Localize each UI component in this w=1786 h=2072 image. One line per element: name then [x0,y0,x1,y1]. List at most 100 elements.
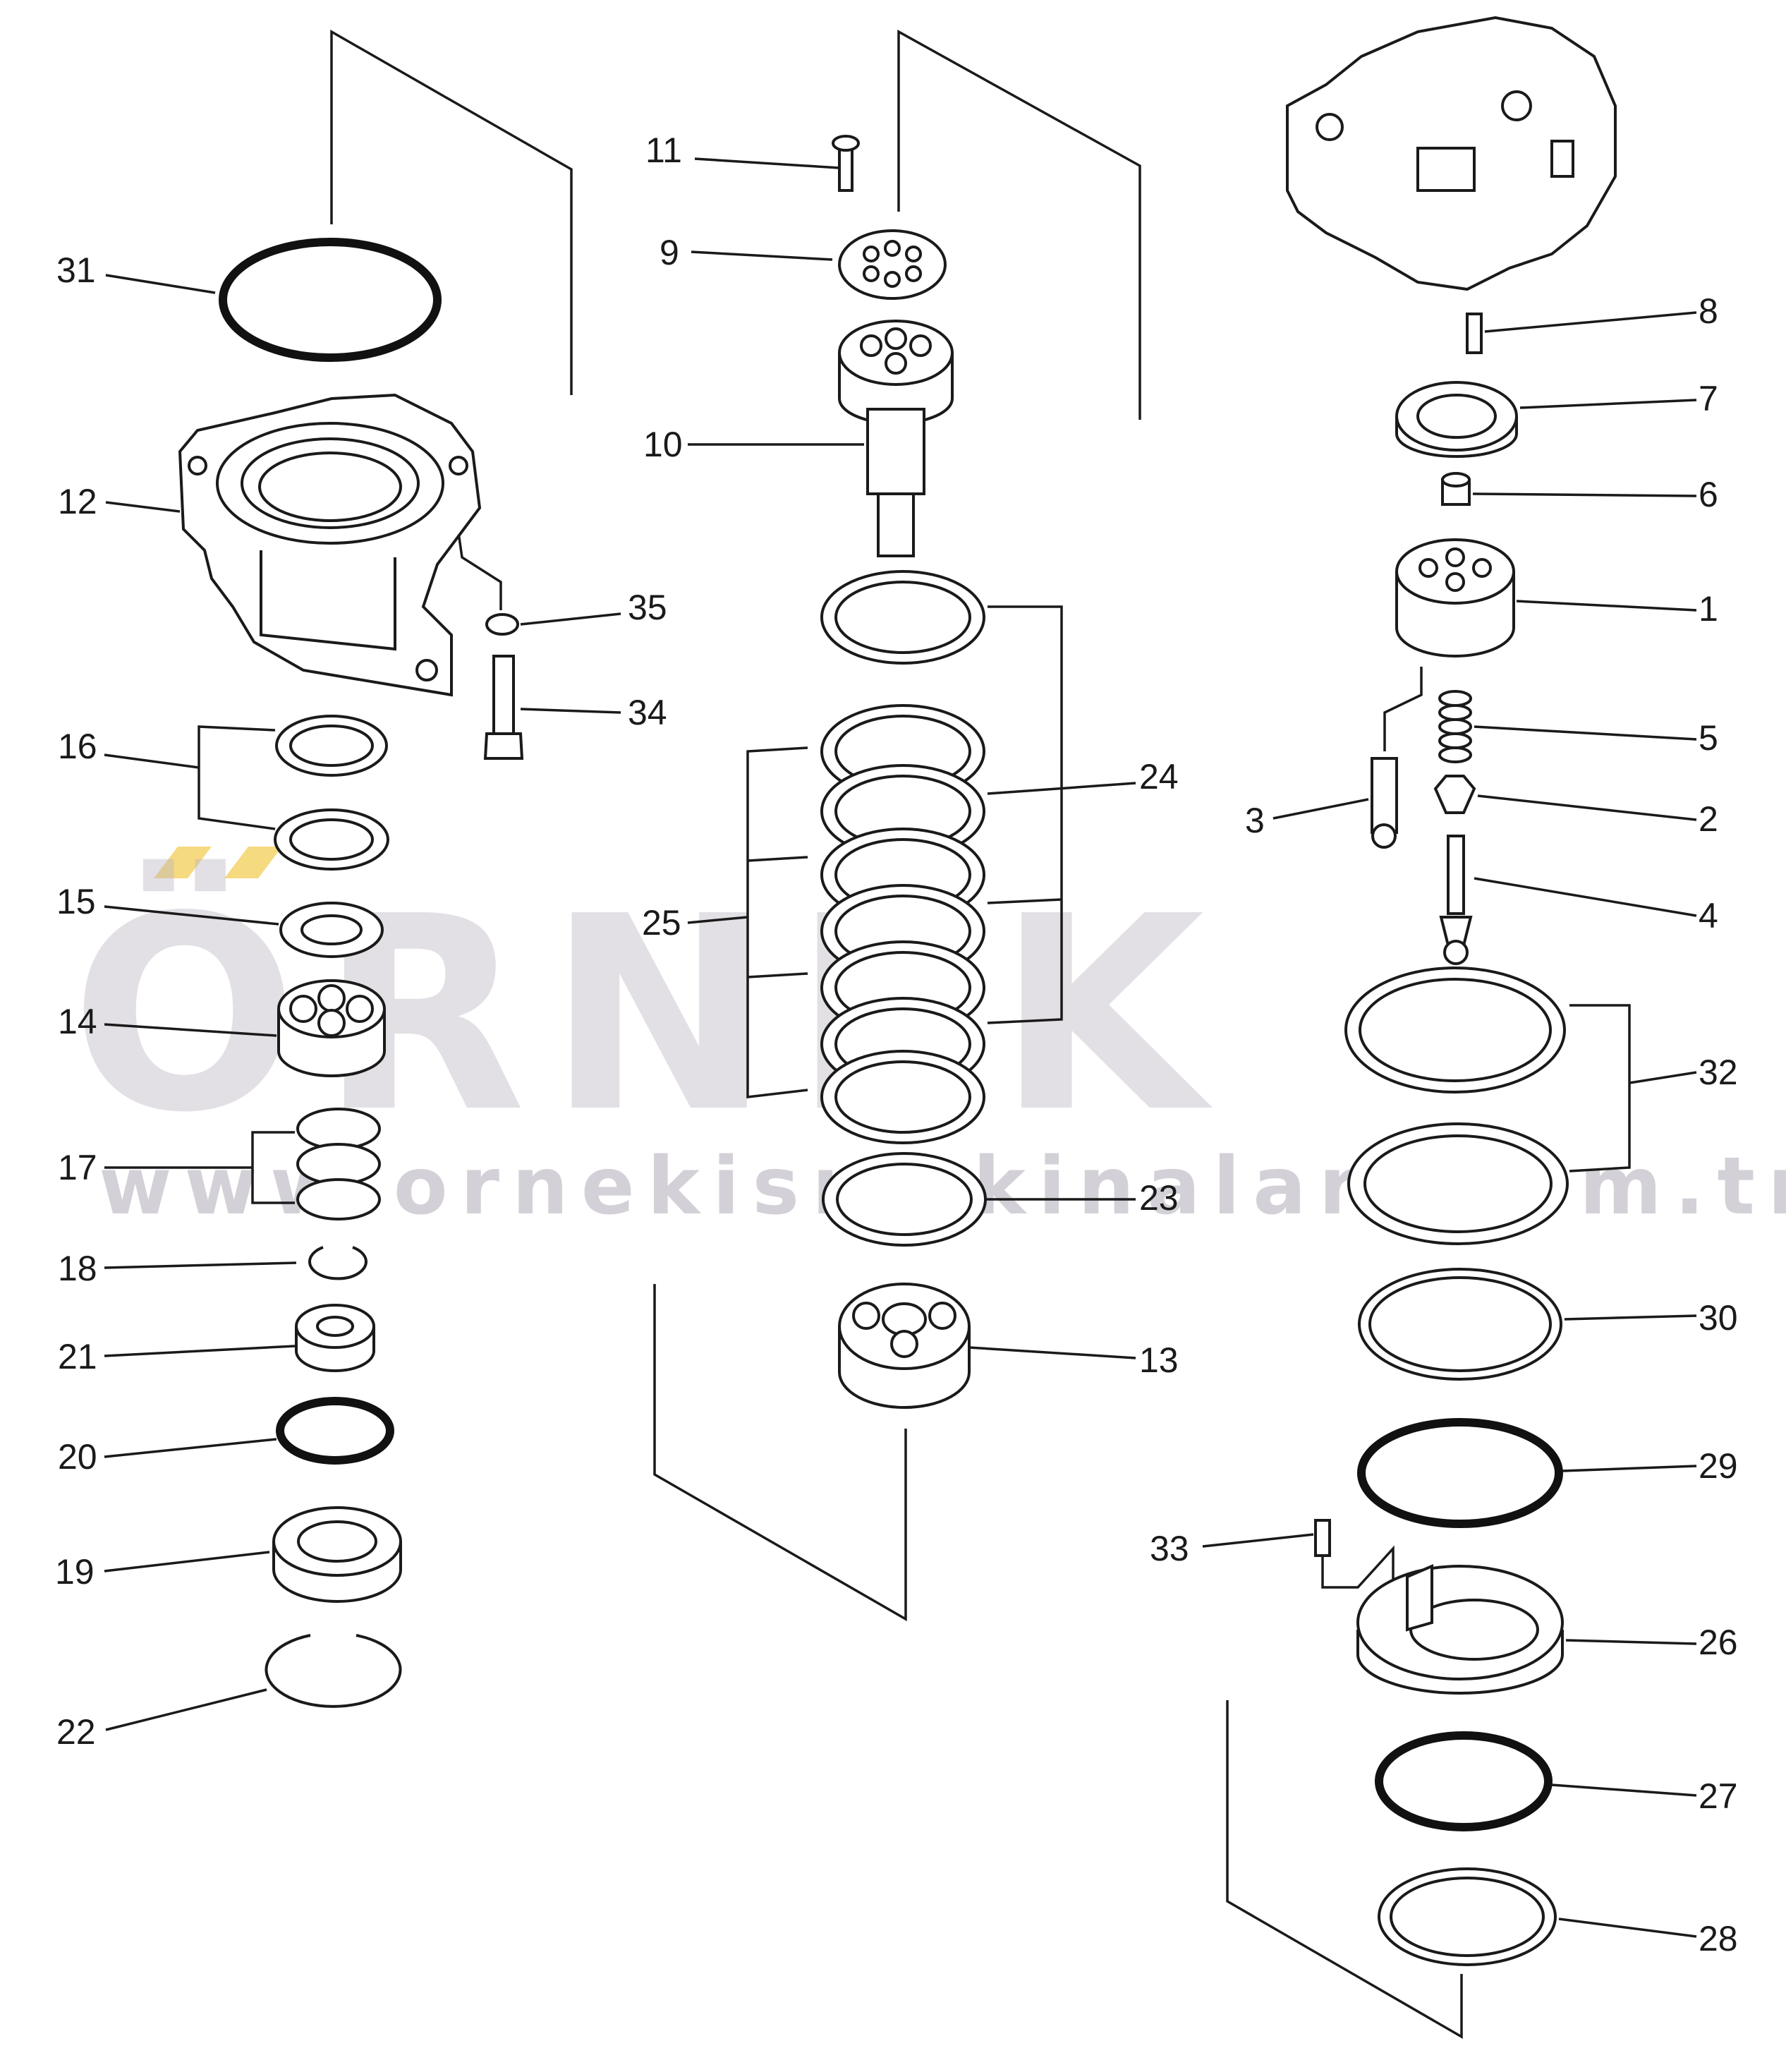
bracket-right-bottom [1226,1700,1463,2040]
leader-22 [105,1688,267,1731]
leader-21 [104,1345,296,1357]
callout-32: 32 [1699,1053,1738,1092]
leader-8 [1484,311,1697,333]
bracket-center-top [897,30,1141,420]
part-11-bolt [832,135,860,192]
callout-26: 26 [1699,1623,1738,1662]
leader-16 [104,753,200,769]
leader-20 [104,1438,277,1458]
valve-body-housing [1286,16,1617,291]
callout-6: 6 [1699,475,1718,514]
part-6-spacer [1441,472,1471,506]
part-8-pin [1466,313,1483,354]
part-10-gear-shaft [838,320,954,557]
part-33-pin [1314,1519,1331,1557]
bracket-16 [198,725,276,830]
leader-34 [520,708,621,714]
group-brackets [198,29,1631,2040]
leader-33 [1202,1533,1314,1548]
callout-9: 9 [660,233,679,272]
part-12-housing [178,393,482,697]
leader-lines [104,157,1697,1938]
leader-2 [1477,794,1697,821]
callout-27: 27 [1699,1776,1738,1816]
leader-1 [1516,600,1697,612]
callout-14: 14 [58,1002,97,1041]
leader-12 [105,501,181,513]
part-15-ring-inner [300,914,363,945]
callout-17: 17 [58,1148,97,1187]
part-26-cover [1356,1563,1564,1695]
leader-26 [1565,1639,1697,1645]
left-column [178,238,524,1708]
part-23-plate-inner [836,1163,973,1236]
part-27-o-ring [1375,1731,1553,1831]
leader-24 [987,782,1136,795]
callout-3: 3 [1245,801,1265,840]
leader-27 [1551,1783,1697,1797]
leader-19 [104,1551,270,1573]
leader-15 [104,905,279,926]
bracket-3-1 [1383,667,1423,751]
callout-labels: 31 12 35 34 16 15 14 17 18 21 20 19 22 1… [55,131,1738,1958]
bracket-center-bottom [653,1284,907,1622]
callout-34: 34 [628,693,667,732]
callout-12: 12 [58,482,97,521]
leader-14 [104,1023,277,1037]
part-32-plate-b-inner [1363,1134,1553,1233]
callout-29: 29 [1699,1446,1738,1486]
part-20-o-ring [276,1397,394,1465]
part-18-snap-ring [308,1246,367,1280]
leader-3 [1272,798,1369,820]
part-23-plate-top-inner [834,581,971,654]
part-4-retainer-shaft [1439,835,1473,965]
callout-11: 11 [645,131,682,170]
leader-18 [104,1261,297,1269]
leader-25c [747,972,808,979]
part-17-shims [296,1108,381,1220]
part-22-retaining-ring [265,1634,402,1708]
callout-25: 25 [642,903,681,943]
part-2-ball-guide [1433,775,1476,814]
part-35-washer [485,613,519,636]
bracket-25 [746,746,808,1098]
callout-13: 13 [1139,1340,1179,1380]
leader-11 [694,157,840,169]
part-5-spring [1438,690,1472,763]
part-29-o-ring [1357,1418,1563,1528]
callout-16: 16 [58,727,97,766]
callout-30: 30 [1699,1298,1738,1338]
part-28-ring-inner [1390,1877,1545,1957]
leader-13 [968,1346,1136,1359]
part-16-seal-a-inner [289,725,374,767]
bracket-24 [987,605,1063,1024]
callout-20: 20 [58,1437,97,1477]
part-16-seal-b-inner [289,818,374,861]
callout-10: 10 [643,425,683,464]
part-7-valve-plate [1395,381,1518,458]
part-3-piston [1371,757,1398,849]
callout-24: 24 [1139,757,1179,796]
bracket-12-35 [457,532,502,610]
callout-1: 1 [1699,589,1718,629]
callout-7: 7 [1699,379,1718,418]
leader-32 [1629,1071,1697,1084]
callout-23: 23 [1139,1178,1179,1218]
callout-19: 19 [55,1552,95,1592]
callout-35: 35 [628,588,667,627]
leader-25 [687,916,748,924]
leader-30 [1564,1314,1697,1321]
callout-18: 18 [58,1249,97,1288]
callout-33: 33 [1150,1529,1189,1568]
leader-29 [1562,1465,1697,1472]
leader-7 [1519,399,1697,409]
part-24-25-plate-stack [820,704,985,1144]
callout-8: 8 [1699,291,1718,331]
part-14-bearing [277,979,386,1077]
part-32-plate-a-inner [1359,978,1552,1082]
watermark-brand: ÖRNEK [71,856,1226,1171]
leader-9 [691,250,833,261]
callout-31: 31 [56,250,96,290]
leader-35 [520,612,621,626]
